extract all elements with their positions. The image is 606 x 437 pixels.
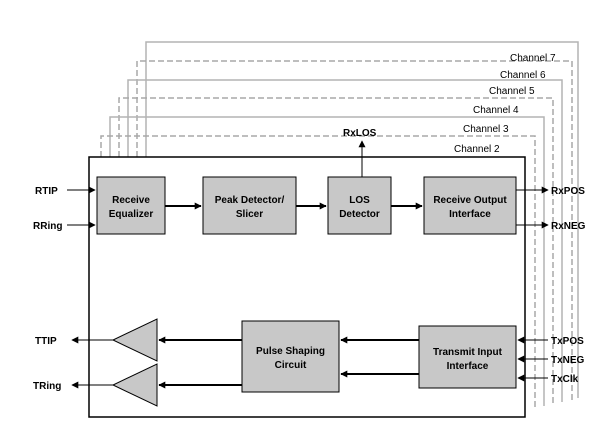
receive-output-line2: Interface [449,209,491,220]
channel-6-label: Channel 6 [500,70,546,81]
channel-5-outline [127,79,563,402]
receive-output-block: Receive Output Interface [423,176,517,235]
receive-equalizer-block: Receive Equalizer [96,176,166,235]
channel-7-outline [145,41,579,398]
channel-7-label: Channel 7 [510,53,556,64]
txneg-label: TxNEG [551,355,585,366]
rxlos-label: RxLOS [343,128,377,139]
channel-4-label: Channel 4 [473,105,519,116]
receive-output-line1: Receive Output [433,195,507,206]
transmit-input-line2: Interface [447,361,489,372]
los-detector-line2: Detector [339,209,380,220]
channel-4-outline [118,97,554,404]
channel-6-outline [136,60,573,400]
receive-equalizer-line2: Equalizer [109,209,154,220]
pulse-shaping-line1: Pulse Shaping [256,346,325,357]
channel-5-label: Channel 5 [489,86,535,97]
peak-detector-line2: Slicer [236,209,263,220]
pulse-shaping-line2: Circuit [275,360,307,371]
channel-stack [100,41,579,408]
channel-3-outline [109,116,545,406]
receive-equalizer-line1: Receive [112,195,150,206]
rtip-label: RTIP [35,186,58,197]
los-detector-block: LOS Detector [327,176,392,235]
rring-label: RRing [33,221,62,232]
channel-3-label: Channel 3 [463,124,509,135]
tring-driver-triangle [111,363,158,407]
tring-label: TRing [33,381,61,392]
transmit-input-block: Transmit Input Interface [418,325,517,389]
channel-labels: Channel 7 Channel 6 Channel 5 Channel 4 … [454,53,556,155]
pulse-shaping-block: Pulse Shaping Circuit [241,320,340,393]
channel-2-label: Channel 2 [454,144,500,155]
signal-labels: RTIP RRing RxLOS RxPOS RxNEG TTIP TRing … [33,128,586,392]
rxneg-label: RxNEG [551,221,586,232]
peak-detector-block: Peak Detector/ Slicer [202,176,297,235]
channel-2-outline [100,135,536,408]
signal-wires [67,140,549,389]
txpos-label: TxPOS [551,336,584,347]
peak-detector-line1: Peak Detector/ [215,195,285,206]
transmit-input-line1: Transmit Input [433,347,503,358]
ttip-driver-triangle [111,318,158,362]
txclk-label: TxClk [551,374,579,385]
ttip-label: TTIP [35,336,57,347]
los-detector-line1: LOS [349,195,370,206]
rxpos-label: RxPOS [551,186,585,197]
